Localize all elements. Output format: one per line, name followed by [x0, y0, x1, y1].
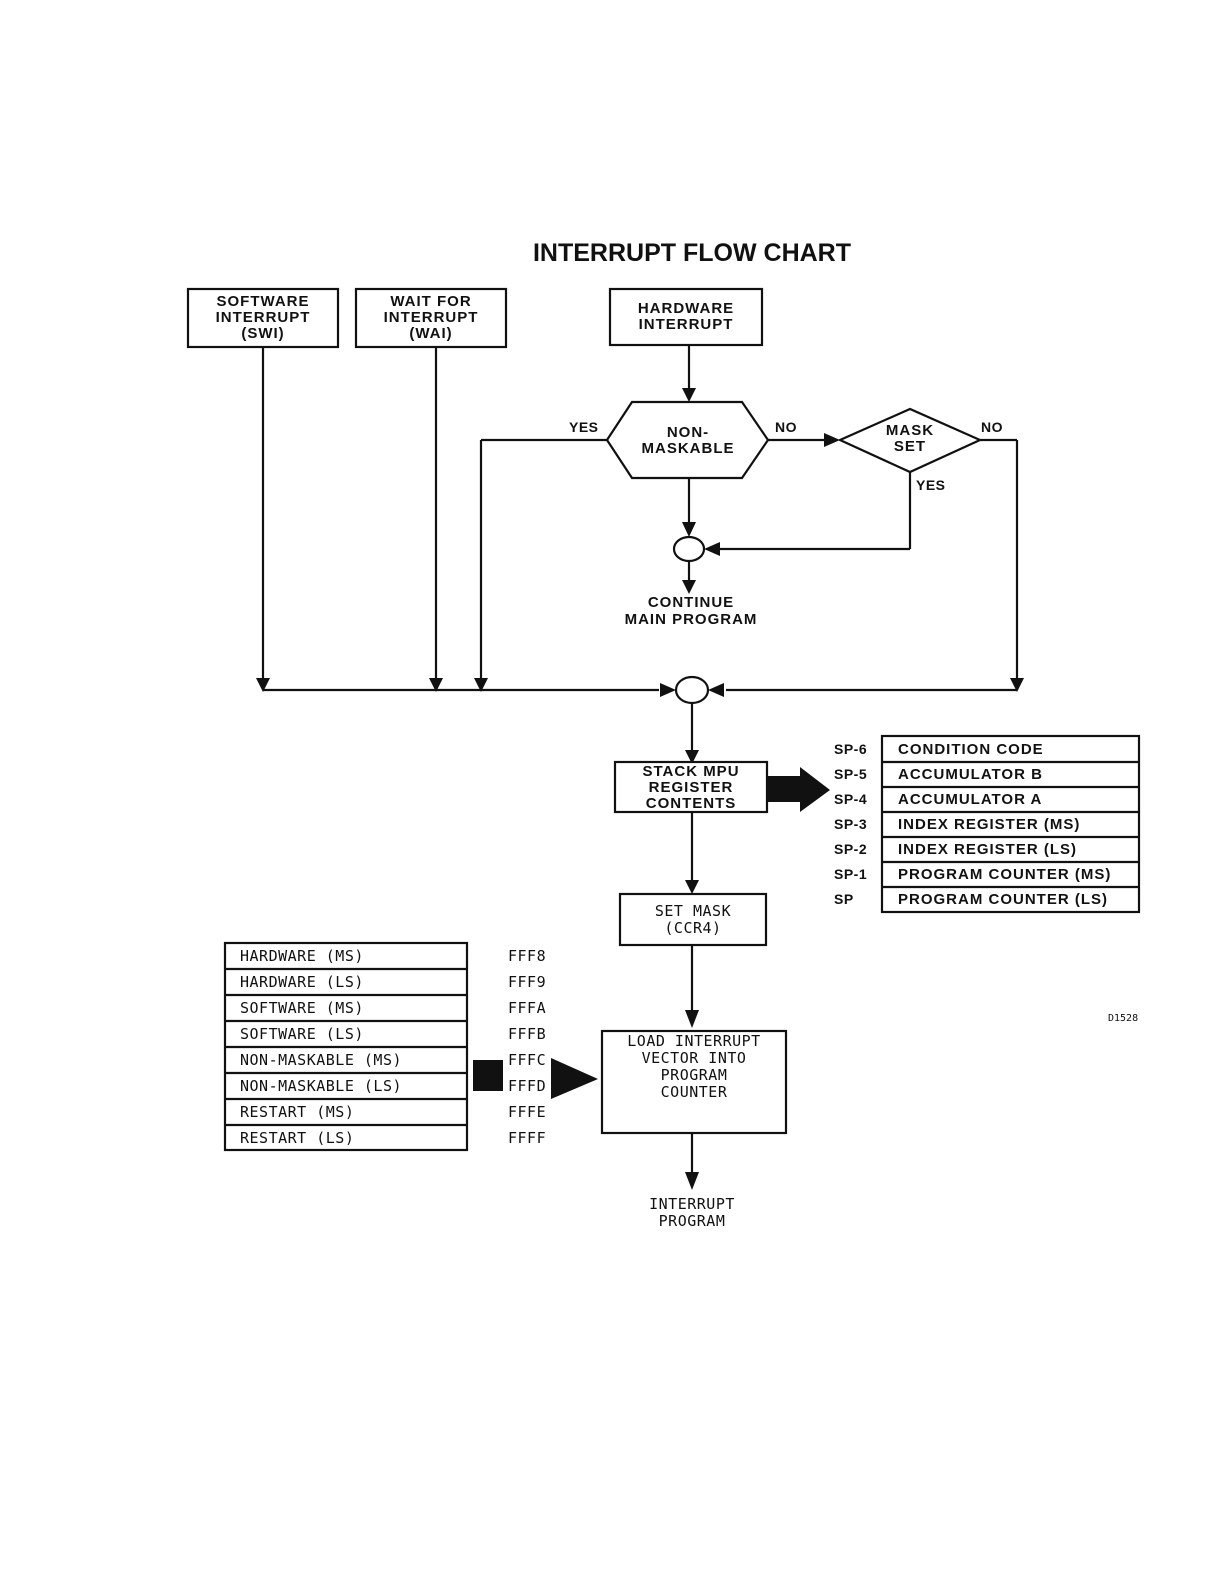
wait-for-interrupt-box: WAIT FOR INTERRUPT (WAI): [354, 287, 508, 349]
vector-fat-arrow-head: [551, 1058, 598, 1099]
svg-text:INDEX REGISTER (MS): INDEX REGISTER (MS): [898, 816, 1080, 833]
hardware-interrupt-box: HARDWARE INTERRUPT: [608, 287, 764, 347]
svg-text:NON-: NON-: [667, 424, 709, 441]
continue-main-program-line2: MAIN PROGRAM: [625, 611, 758, 628]
svg-text:FFFD: FFFD: [508, 1077, 546, 1095]
svg-text:INTERRUPT: INTERRUPT: [639, 316, 734, 333]
svg-text:SOFTWARE: SOFTWARE: [217, 293, 310, 310]
stack-table: SP-6 SP-5 SP-4 SP-3 SP-2 SP-1 SP CONDITI…: [834, 734, 1141, 914]
yes-label-mask-set: YES: [916, 477, 946, 493]
svg-text:NON-MASKABLE (MS): NON-MASKABLE (MS): [240, 1051, 402, 1069]
software-interrupt-box: SOFTWARE INTERRUPT (SWI): [186, 287, 340, 349]
continue-main-program: CONTINUE: [648, 594, 734, 611]
svg-text:(WAI): (WAI): [409, 325, 452, 342]
svg-text:ACCUMULATOR B: ACCUMULATOR B: [898, 766, 1043, 783]
svg-text:SET MASK: SET MASK: [655, 902, 731, 920]
interrupt-program-label-line2: PROGRAM: [659, 1212, 726, 1230]
svg-text:COUNTER: COUNTER: [661, 1083, 728, 1101]
non-maskable-decision: NON- MASKABLE: [605, 400, 770, 480]
merge-connector: [674, 675, 710, 705]
stack-mpu-register-box: STACK MPU REGISTER CONTENTS: [613, 760, 769, 814]
svg-text:FFF8: FFF8: [508, 947, 546, 965]
svg-text:SP: SP: [834, 891, 854, 907]
interrupt-program-label: INTERRUPT: [649, 1195, 735, 1213]
svg-text:SP-2: SP-2: [834, 841, 867, 857]
svg-text:FFFE: FFFE: [508, 1103, 546, 1121]
svg-text:PROGRAM COUNTER (LS): PROGRAM COUNTER (LS): [898, 891, 1108, 908]
svg-text:HARDWARE (LS): HARDWARE (LS): [240, 973, 364, 991]
svg-text:SP-4: SP-4: [834, 791, 867, 807]
flow-lines: [261, 345, 1019, 1176]
svg-text:(SWI): (SWI): [241, 325, 284, 342]
vector-fat-arrow-stem: [473, 1060, 503, 1091]
svg-text:WAIT FOR: WAIT FOR: [390, 293, 471, 310]
svg-text:MASKABLE: MASKABLE: [642, 440, 735, 457]
svg-text:(CCR4): (CCR4): [664, 919, 721, 937]
yes-label-nonmaskable: YES: [569, 419, 599, 435]
figure-id: D1528: [1108, 1013, 1138, 1024]
svg-text:RESTART (MS): RESTART (MS): [240, 1103, 354, 1121]
svg-text:SET: SET: [894, 438, 926, 455]
svg-text:STACK MPU: STACK MPU: [642, 763, 739, 780]
svg-text:REGISTER: REGISTER: [649, 779, 734, 796]
mask-set-decision: MASK SET: [837, 407, 983, 474]
svg-text:SP-3: SP-3: [834, 816, 867, 832]
svg-text:MASK: MASK: [886, 422, 934, 439]
svg-text:FFFC: FFFC: [508, 1051, 546, 1069]
vector-table: HARDWARE (MS) HARDWARE (LS) SOFTWARE (MS…: [223, 941, 546, 1152]
svg-text:INTERRUPT: INTERRUPT: [384, 309, 479, 326]
svg-text:HARDWARE: HARDWARE: [638, 300, 734, 317]
svg-text:CONTENTS: CONTENTS: [646, 795, 737, 812]
svg-text:FFFF: FFFF: [508, 1129, 546, 1147]
svg-text:VECTOR INTO: VECTOR INTO: [642, 1049, 747, 1067]
load-interrupt-vector-box: LOAD INTERRUPT VECTOR INTO PROGRAM COUNT…: [600, 1029, 788, 1135]
svg-text:INTERRUPT: INTERRUPT: [216, 309, 311, 326]
svg-text:SOFTWARE (LS): SOFTWARE (LS): [240, 1025, 364, 1043]
svg-text:FFFB: FFFB: [508, 1025, 546, 1043]
svg-text:FFFA: FFFA: [508, 999, 546, 1017]
svg-text:PROGRAM: PROGRAM: [661, 1066, 728, 1084]
svg-text:FFF9: FFF9: [508, 973, 546, 991]
stack-fat-arrow: [768, 767, 830, 812]
svg-text:SP-6: SP-6: [834, 741, 867, 757]
svg-text:CONDITION CODE: CONDITION CODE: [898, 741, 1044, 758]
svg-text:HARDWARE (MS): HARDWARE (MS): [240, 947, 364, 965]
set-mask-box: SET MASK (CCR4): [618, 892, 768, 947]
svg-text:SP-5: SP-5: [834, 766, 867, 782]
svg-text:PROGRAM COUNTER (MS): PROGRAM COUNTER (MS): [898, 866, 1111, 883]
arrowheads: [256, 388, 1024, 1190]
no-label-nonmaskable: NO: [775, 419, 797, 435]
svg-text:RESTART (LS): RESTART (LS): [240, 1129, 354, 1147]
svg-text:SP-1: SP-1: [834, 866, 867, 882]
no-label-mask-set: NO: [981, 419, 1003, 435]
chart-title: INTERRUPT FLOW CHART: [533, 239, 851, 267]
svg-text:SOFTWARE (MS): SOFTWARE (MS): [240, 999, 364, 1017]
svg-text:NON-MASKABLE (LS): NON-MASKABLE (LS): [240, 1077, 402, 1095]
svg-text:INDEX REGISTER (LS): INDEX REGISTER (LS): [898, 841, 1077, 858]
continue-connector: [672, 535, 706, 563]
svg-text:ACCUMULATOR A: ACCUMULATOR A: [898, 791, 1042, 808]
svg-text:LOAD INTERRUPT: LOAD INTERRUPT: [627, 1032, 760, 1050]
